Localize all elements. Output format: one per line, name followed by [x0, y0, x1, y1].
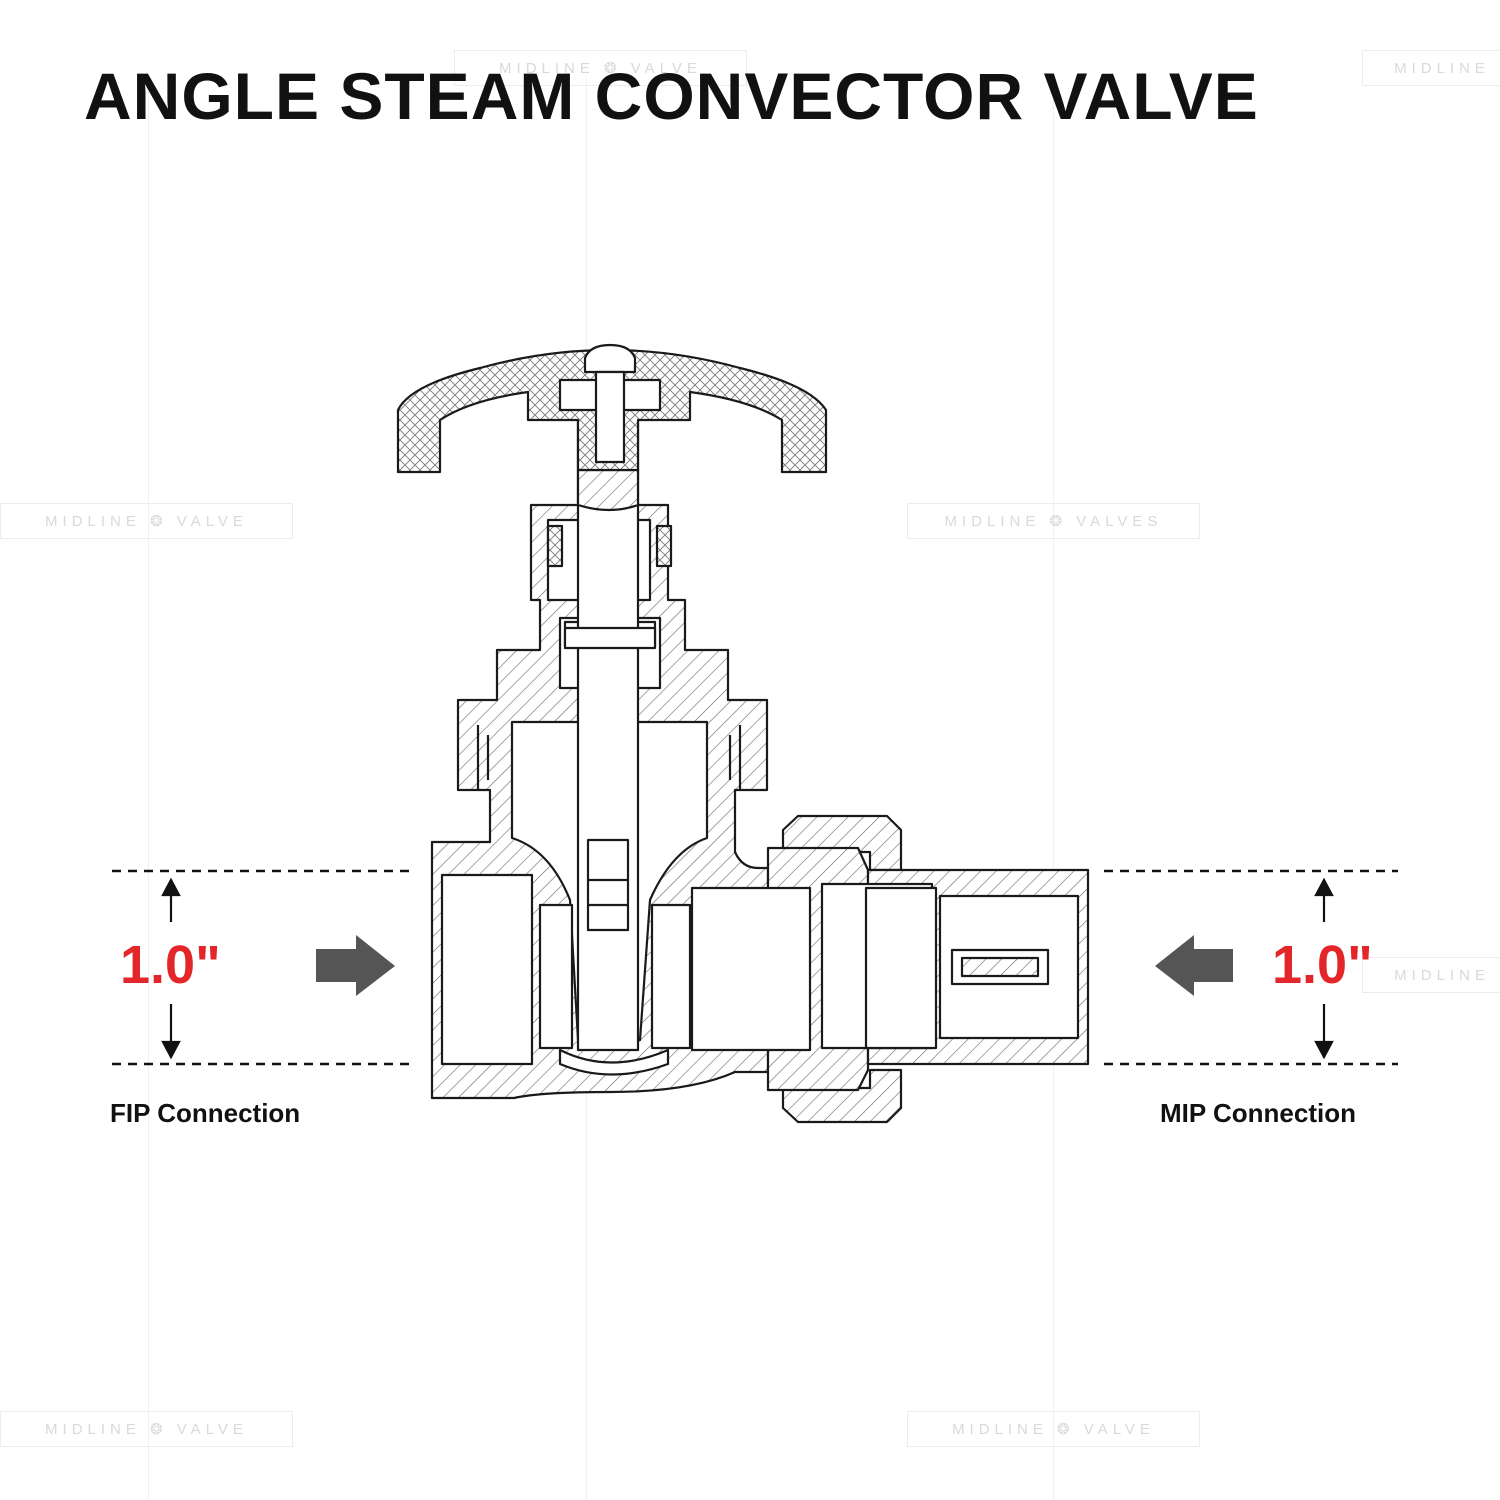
- mip-size-label: 1.0": [1272, 935, 1373, 995]
- watermark: MIDLINE ❂ VALVE: [907, 1411, 1200, 1447]
- flow-arrow-right-icon: [316, 935, 395, 996]
- watermark: MIDLINE: [1362, 50, 1500, 86]
- watermark: MIDLINE ❂ VALVE: [0, 1411, 293, 1447]
- guide-line: [1053, 75, 1054, 1500]
- page-title: ANGLE STEAM CONVECTOR VALVE: [84, 59, 1259, 133]
- fip-size-label: 1.0": [120, 935, 221, 995]
- guide-line: [148, 75, 149, 1500]
- valve-body: [396, 343, 1090, 1124]
- fip-connection-label: FIP Connection: [110, 1098, 301, 1128]
- watermark: MIDLINE ❂ VALVE: [454, 50, 747, 86]
- dimension-lines: [112, 869, 1398, 1066]
- mip-connection-label: MIP Connection: [1160, 1098, 1356, 1128]
- dimension-arrows: [161, 877, 1334, 1060]
- watermark: MIDLINE ❂ VALVES: [907, 503, 1200, 539]
- watermark: MIDLINE ❂ VALVE: [0, 503, 293, 539]
- watermark: MIDLINE: [1362, 957, 1500, 993]
- flow-arrow-left-icon: [1155, 935, 1233, 996]
